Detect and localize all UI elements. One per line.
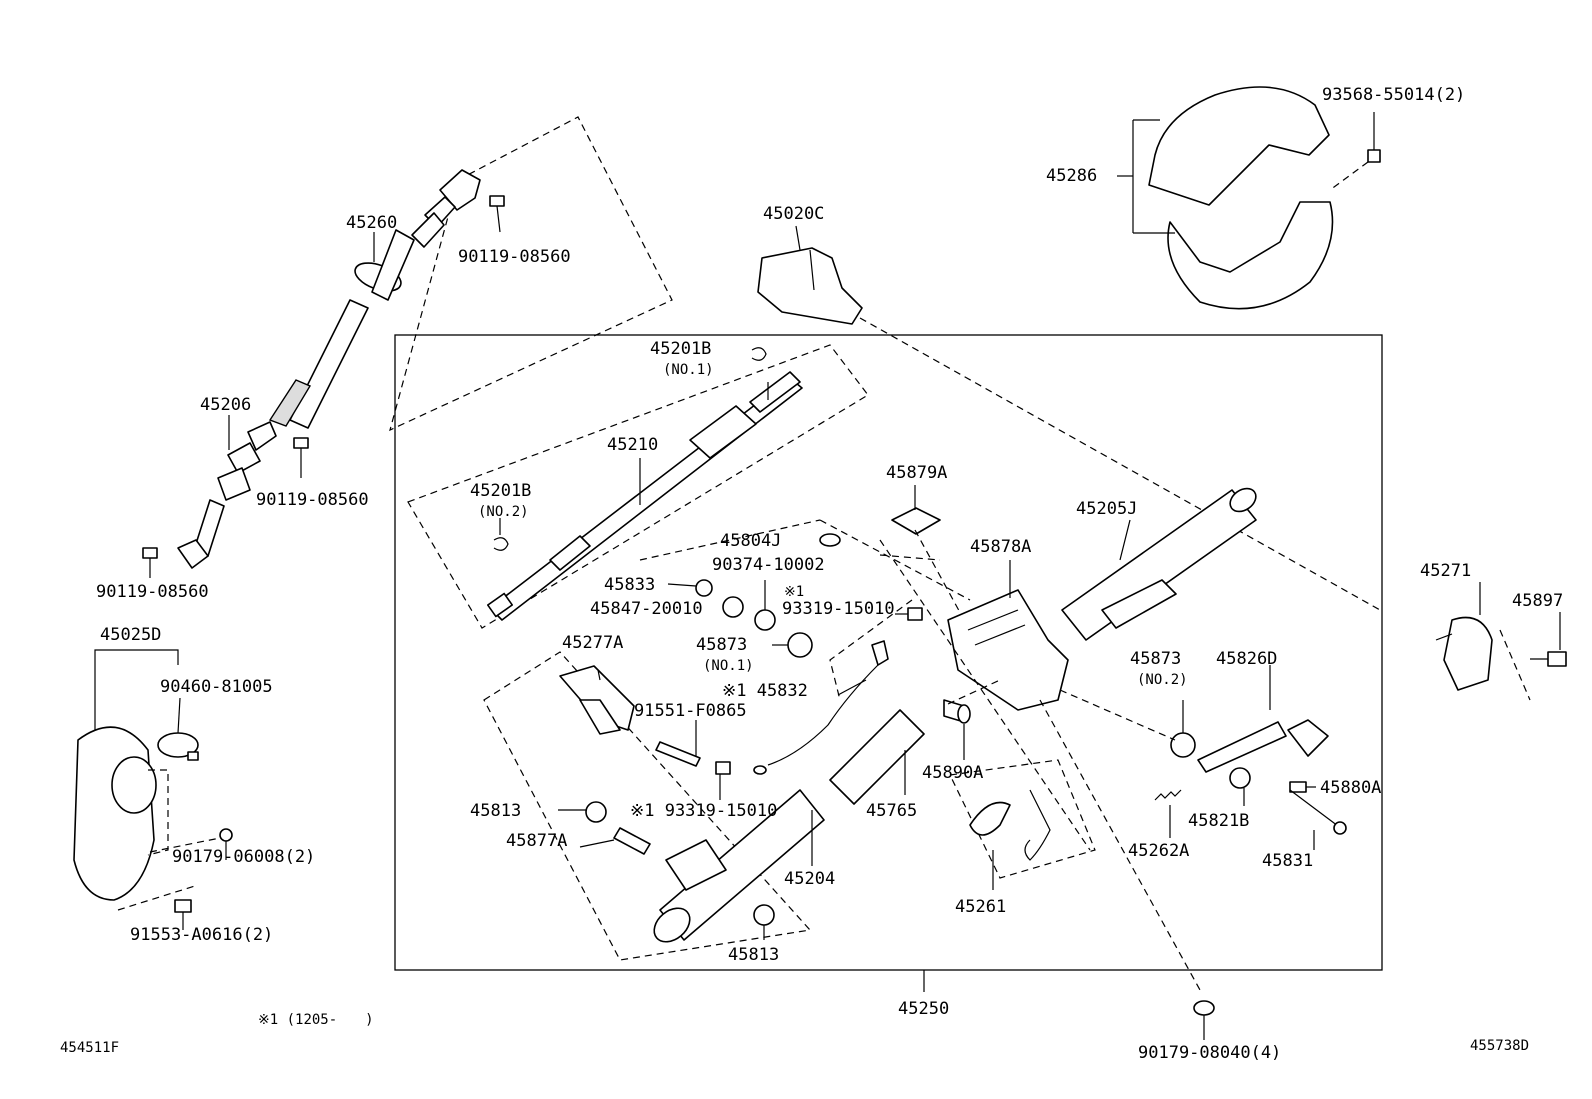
part-93319-bolt-a — [895, 607, 923, 621]
label-93568-55014: 93568-55014(2) — [1322, 85, 1465, 105]
label-90119-08560-a: 90119-08560 — [458, 247, 571, 267]
part-45847-washer — [722, 596, 744, 618]
label-45878A: 45878A — [970, 537, 1031, 557]
part-45831-pin — [1289, 789, 1347, 850]
label-45873-no2: 45873 — [1130, 649, 1181, 669]
label-45804J: 45804J — [720, 531, 781, 551]
part-45821B-ring — [1229, 767, 1251, 806]
label-45897: 45897 — [1512, 591, 1563, 611]
part-45262A-spring — [1154, 789, 1182, 838]
label-45879A: 45879A — [886, 463, 947, 483]
label-45831: 45831 — [1262, 851, 1313, 871]
part-45206-joint — [177, 421, 277, 569]
label-45873-no1-sub: (NO.1) — [703, 658, 754, 674]
part-45210-main-shaft — [407, 344, 869, 629]
label-45250: 45250 — [898, 999, 949, 1019]
label-45833: 45833 — [604, 575, 655, 595]
label-45201B-no1-sub: (NO.1) — [663, 362, 714, 378]
part-45873-nut-no2 — [1059, 689, 1196, 758]
label-45206: 45206 — [200, 395, 251, 415]
label-45847-20010: 45847-20010 — [590, 599, 703, 619]
label-45201B-no2-sub: (NO.2) — [478, 504, 529, 520]
label-45210: 45210 — [607, 435, 658, 455]
label-45201B-no1: 45201B — [650, 339, 711, 359]
part-90119-bolt-a — [489, 195, 505, 233]
label-45813-a: 45813 — [470, 801, 521, 821]
label-90179-08040: 90179-08040(4) — [1138, 1043, 1281, 1063]
part-45880A-bolt — [1289, 781, 1316, 793]
label-45877A: 45877A — [506, 831, 567, 851]
label-45025D: 45025D — [100, 625, 161, 645]
part-45286-cover — [1117, 86, 1334, 310]
label-45204: 45204 — [784, 869, 835, 889]
label-91551-F0865: 91551-F0865 — [634, 701, 747, 721]
part-45020C-bracket — [757, 225, 1381, 611]
part-90179-06008-nut — [149, 828, 233, 860]
label-45873-no2-sub: (NO.2) — [1137, 672, 1188, 688]
label-90119-08560-b: 90119-08560 — [256, 490, 369, 510]
label-93319-15010-b: ※1 93319-15010 — [630, 801, 777, 821]
label-45813-b: 45813 — [728, 945, 779, 965]
label-45020C: 45020C — [763, 204, 824, 224]
part-45804J-washer — [819, 533, 841, 547]
label-45271: 45271 — [1420, 561, 1471, 581]
part-45890A-plug — [943, 699, 971, 760]
part-45833-nut — [667, 579, 713, 597]
label-45826D: 45826D — [1216, 649, 1277, 669]
label-45260: 45260 — [346, 213, 397, 233]
reference-code-right: 455738D — [1470, 1038, 1529, 1054]
part-45025D-boot — [73, 649, 199, 911]
label-45832: ※1 45832 — [722, 681, 808, 701]
part-90460-clamp — [157, 697, 199, 761]
label-45261: 45261 — [955, 897, 1006, 917]
part-45204-tube — [653, 789, 825, 943]
label-93319-mark-a: ※1 — [784, 584, 804, 600]
part-90119-bolt-b — [293, 437, 309, 478]
part-45765-sleeve — [829, 709, 925, 805]
label-45286: 45286 — [1046, 166, 1097, 186]
label-45880A: 45880A — [1320, 778, 1381, 798]
part-45897-bolt — [1530, 612, 1567, 667]
label-45205J: 45205J — [1076, 499, 1137, 519]
part-91553-bolt — [174, 899, 192, 930]
part-45260-shaft — [268, 116, 673, 432]
part-45877A-pin — [579, 827, 651, 855]
part-45201B-ring-no1 — [751, 347, 769, 400]
part-90119-bolt-c — [142, 547, 158, 578]
part-45261-spring — [949, 759, 1096, 890]
label-90179-06008: 90179-06008(2) — [172, 847, 315, 867]
label-45873-no1: 45873 — [696, 635, 747, 655]
part-45873-nut-no1 — [772, 632, 813, 658]
reference-code-left: 454511F — [60, 1040, 119, 1056]
label-45262A: 45262A — [1128, 841, 1189, 861]
footnote-range: ※1 (1205- ) — [258, 1012, 374, 1028]
part-93319-bolt-b — [715, 761, 731, 800]
label-45890A: 45890A — [922, 763, 983, 783]
assembly-45250-box — [394, 334, 1383, 971]
part-45832-wire — [753, 640, 889, 775]
part-90374-washer — [754, 580, 776, 631]
part-45201B-ring-no2 — [493, 518, 509, 551]
part-45813-clip-b — [753, 904, 775, 940]
part-93568-screw — [1329, 112, 1381, 191]
label-90119-08560-c: 90119-08560 — [96, 582, 209, 602]
part-91551-bolt — [655, 720, 701, 767]
label-91553-A0616: 91553-A0616(2) — [130, 925, 273, 945]
label-90374-10002: 90374-10002 — [712, 555, 825, 575]
part-45826D-lever — [1197, 665, 1329, 773]
part-90179-08040-nut — [1039, 699, 1215, 1040]
part-45813-clip-a — [558, 801, 607, 823]
part-45878A-bracket — [947, 560, 1069, 711]
part-45271-bracket — [1435, 582, 1531, 701]
part-45205J-tube — [1061, 487, 1257, 641]
label-45201B-no2: 45201B — [470, 481, 531, 501]
label-45821B: 45821B — [1188, 811, 1249, 831]
label-93319-15010-a: 93319-15010 — [782, 599, 895, 619]
label-90460-81005: 90460-81005 — [160, 677, 273, 697]
label-45765: 45765 — [866, 801, 917, 821]
label-45277A: 45277A — [562, 633, 623, 653]
part-45277A-bracket — [483, 651, 812, 961]
part-45879A-plate — [891, 485, 976, 641]
